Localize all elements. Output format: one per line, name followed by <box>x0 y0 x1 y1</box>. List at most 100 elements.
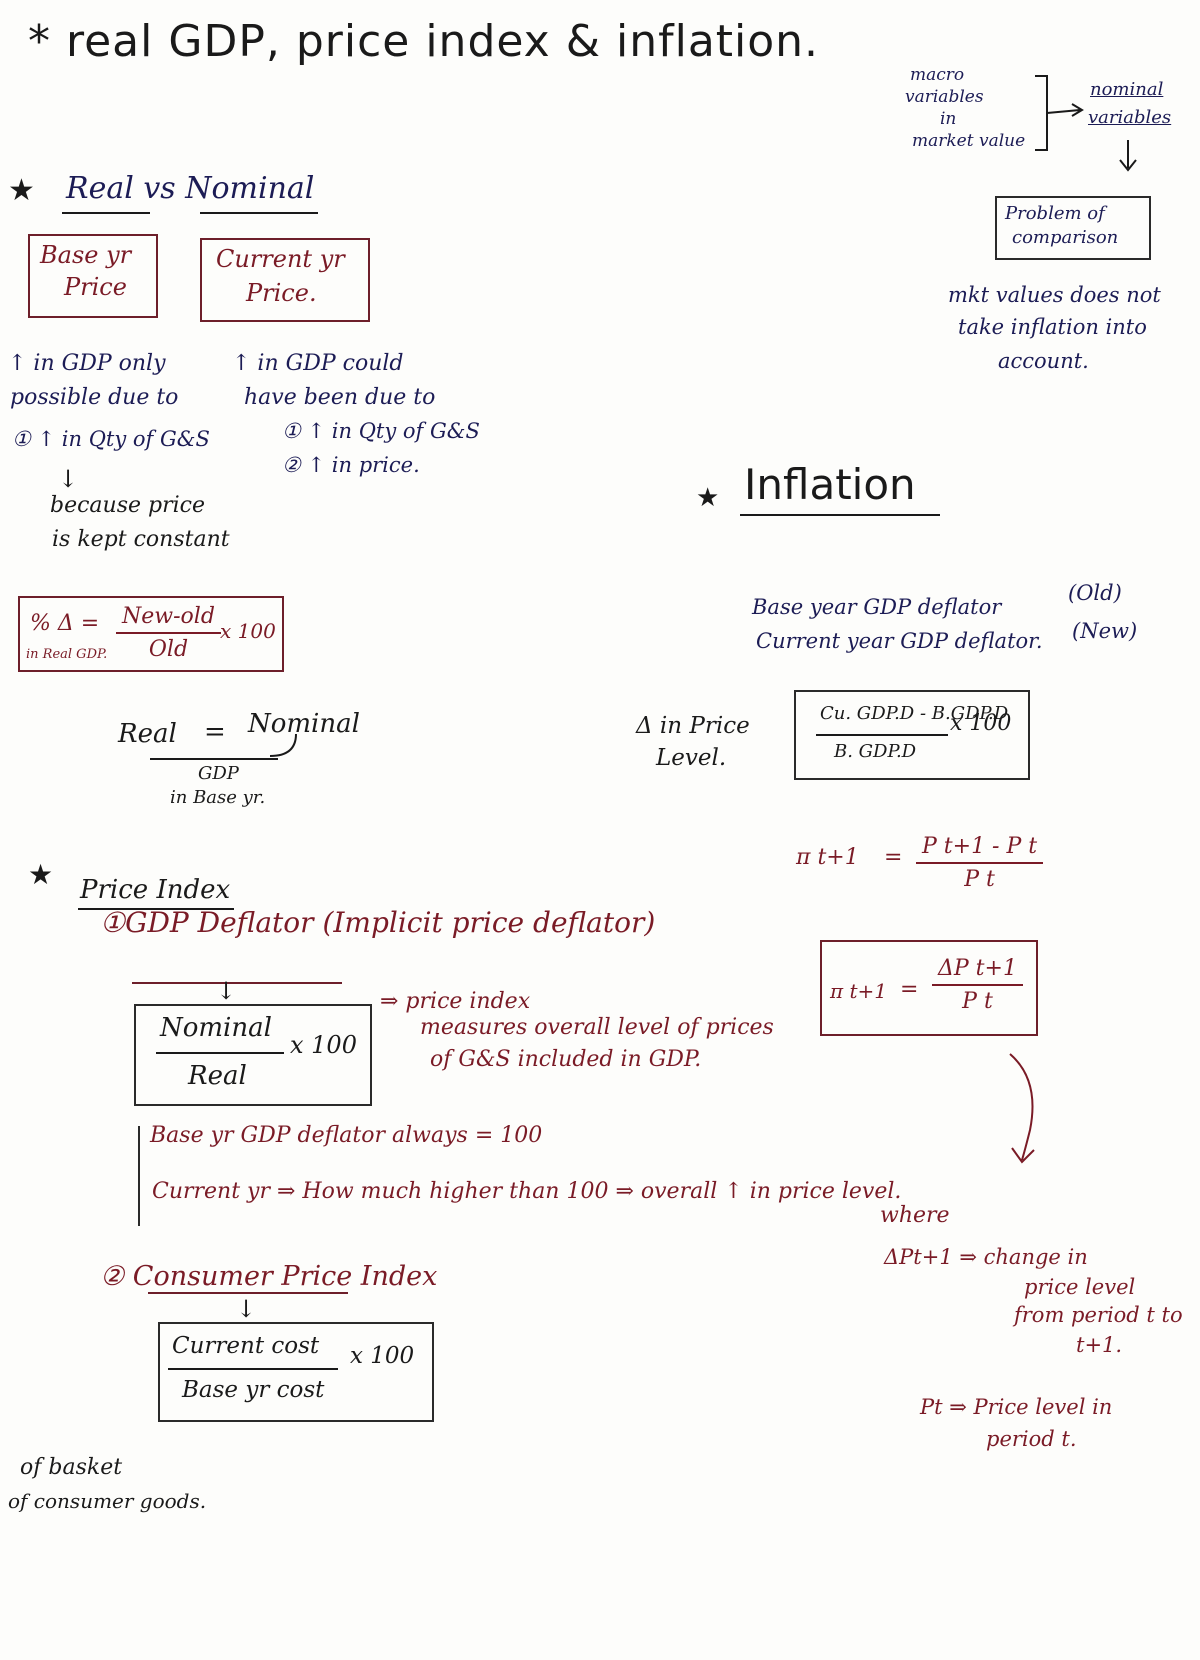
arrow-right-icon <box>1046 103 1084 117</box>
inflation-underline <box>740 514 940 516</box>
real-gdp-note-2: possible due to <box>10 385 179 410</box>
heading-underline-left <box>62 212 150 214</box>
real-equation-sign: = <box>204 717 226 747</box>
cpi-numerator: Current cost <box>172 1333 320 1359</box>
mkt-note-1: mkt values does not <box>948 283 1161 307</box>
current-year-price-line2: Price. <box>246 279 317 307</box>
macro-note-line2: variables <box>905 87 984 107</box>
real-gdp-note-4: because price <box>50 493 205 518</box>
heading-underline-right <box>200 212 318 214</box>
delta-price-multiplier: x 100 <box>950 711 1012 736</box>
star-icon: ★ <box>696 483 720 513</box>
delta-price-fraction-bar <box>816 734 948 736</box>
price-index-underline <box>78 908 234 910</box>
current-year-price-line1: Current yr <box>216 245 345 273</box>
nominal-gdp-note-4: ② ↑ in price. <box>282 453 420 477</box>
inflation-rate2-lhs: π t+1 <box>830 979 888 1003</box>
percent-change-box <box>18 596 284 672</box>
deflator-desc-3: of G&S included in GDP. <box>430 1047 702 1072</box>
cpi-denominator: Base yr cost <box>182 1377 325 1403</box>
base-year-price-box <box>28 234 158 318</box>
percent-change-numerator: New-old <box>116 604 221 634</box>
inflation-rate2-denominator: P t <box>962 989 993 1014</box>
bracket-icon <box>1035 75 1048 151</box>
macro-note-line1: macro <box>910 65 965 85</box>
inflation-rate-box <box>820 940 1038 1036</box>
base-year-note: Base yr GDP deflator always = 100 <box>150 1123 543 1148</box>
cpi-note-2: of consumer goods. <box>8 1489 207 1513</box>
real-equation-rhs: Nominal <box>248 709 360 739</box>
star-icon: ★ <box>28 858 54 891</box>
where-line-6: period t. <box>986 1427 1077 1451</box>
macro-note-line4: market value <box>912 131 1026 151</box>
down-arrow-icon: ↓ <box>216 977 237 1005</box>
where-label: where <box>880 1203 950 1228</box>
current-year-note: Current yr ⇒ How much higher than 100 ⇒ … <box>152 1179 902 1204</box>
problem-box <box>995 196 1151 260</box>
problem-line2: comparison <box>1012 227 1119 248</box>
percent-change-subscript: in Real GDP. <box>26 647 108 662</box>
gdp-deflator-numerator: Nominal <box>160 1013 272 1043</box>
real-vs-nominal-heading: Real vs Nominal <box>66 171 315 206</box>
inflation-rate-equals: = <box>884 845 903 870</box>
current-year-tag: (New) <box>1072 619 1138 643</box>
down-arrow-icon: ↓ <box>236 1295 257 1323</box>
real-equation-brace <box>150 758 278 760</box>
nominal-label-1: nominal <box>1090 79 1164 100</box>
nominal-gdp-note-2: have been due to <box>244 385 436 410</box>
where-line-2: price level <box>1024 1275 1136 1299</box>
price-index-heading: Price Index <box>80 875 231 905</box>
inflation-rate-fraction: P t+1 - P t P t <box>916 834 1044 892</box>
macro-note-line3: in <box>940 109 957 129</box>
star-icon: ★ <box>8 173 35 208</box>
nominal-label-2: variables <box>1088 107 1172 128</box>
current-year-price-box <box>200 238 370 322</box>
gdp-base-note-2: in Base yr. <box>170 787 266 808</box>
inflation-heading: Inflation <box>744 460 916 509</box>
cpi-note-1: of basket <box>20 1455 123 1480</box>
base-year-price-line2: Price <box>64 273 127 301</box>
arrow-down-curve-icon <box>1009 1053 1035 1164</box>
problem-line1: Problem of <box>1005 203 1105 224</box>
real-gdp-note-1: ↑ in GDP only <box>8 351 166 376</box>
inflation-rate-numerator: P t+1 - P t <box>916 834 1044 864</box>
mkt-note-2: take inflation into <box>958 315 1147 339</box>
where-line-5: Pt ⇒ Price level in <box>920 1395 1113 1419</box>
page-title: * real GDP, price index & inflation. <box>28 16 820 67</box>
percent-change-lhs: % Δ = <box>30 611 100 636</box>
delta-price-box <box>794 690 1030 780</box>
base-year-deflator: Base year GDP deflator <box>752 595 1002 619</box>
base-year-price-line1: Base yr <box>40 241 132 269</box>
delta-price-denominator: B. GDP.D <box>834 741 917 762</box>
deflator-desc-1: ⇒ price index <box>380 989 531 1014</box>
cpi-heading: ② Consumer Price Index <box>100 1261 438 1292</box>
inflation-rate2-numerator: ΔP t+1 <box>932 956 1023 986</box>
inflation-rate-denominator: P t <box>964 867 995 892</box>
delta-price-numerator: Cu. GDP.D - B.GDP.D <box>820 703 1009 724</box>
note-bracket <box>138 1126 140 1226</box>
percent-change-denominator: Old <box>148 637 189 662</box>
nominal-gdp-note-3: ① ↑ in Qty of G&S <box>282 419 480 443</box>
gdp-deflator-fraction-bar <box>156 1052 284 1054</box>
cpi-multiplier: x 100 <box>350 1343 415 1369</box>
down-arrow-icon: ↓ <box>58 465 79 493</box>
gdp-deflator-underline <box>132 982 342 984</box>
gdp-deflator-multiplier: x 100 <box>290 1031 357 1059</box>
gdp-base-note-1: GDP <box>198 763 239 784</box>
gdp-deflator-box <box>134 1004 372 1106</box>
gdp-deflator-denominator: Real <box>188 1061 247 1091</box>
delta-price-label-2: Level. <box>656 745 727 771</box>
where-line-1: ΔPt+1 ⇒ change in <box>884 1245 1088 1269</box>
arrow-down-icon <box>1119 140 1137 172</box>
where-line-3: from period t to <box>1014 1303 1183 1327</box>
inflation-rate-lhs: π t+1 <box>796 845 859 870</box>
current-year-deflator: Current year GDP deflator. <box>756 629 1043 653</box>
where-line-4: t+1. <box>1076 1333 1123 1357</box>
cpi-underline <box>148 1292 348 1294</box>
brace-icon <box>269 733 297 757</box>
real-gdp-note-5: is kept constant <box>52 527 230 552</box>
gdp-deflator-heading: ①GDP Deflator (Implicit price deflator) <box>100 906 656 939</box>
cpi-fraction-bar <box>168 1368 338 1370</box>
mkt-note-3: account. <box>998 349 1089 373</box>
